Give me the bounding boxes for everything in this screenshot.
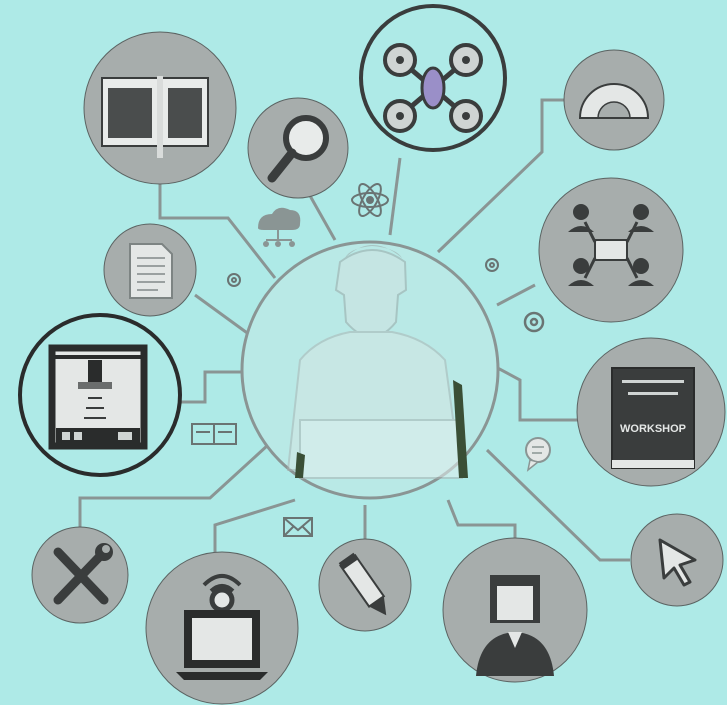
workshop-book-title: WORKSHOP bbox=[620, 423, 686, 435]
open-book-node bbox=[84, 32, 236, 184]
atom-icon bbox=[352, 181, 388, 219]
document-node bbox=[104, 224, 196, 316]
document-icon bbox=[130, 244, 172, 298]
cloud-network-icon bbox=[258, 208, 300, 247]
protractor-node bbox=[564, 50, 664, 150]
cursor-node bbox=[631, 514, 723, 606]
gear-icon bbox=[486, 259, 498, 271]
pen-node bbox=[319, 539, 411, 631]
workshop-book-icon: WORKSHOP bbox=[612, 368, 694, 468]
magnifier-node bbox=[248, 98, 348, 198]
chat-bubble-icon bbox=[526, 438, 550, 470]
drone-node bbox=[361, 6, 505, 150]
open-book-small-icon bbox=[192, 424, 236, 444]
network-people-node bbox=[539, 178, 683, 322]
gear-icon bbox=[525, 313, 543, 331]
webcam-node bbox=[146, 552, 298, 704]
envelope-icon bbox=[284, 518, 312, 536]
central-hub bbox=[242, 242, 498, 498]
workshop-book-node: WORKSHOP bbox=[577, 338, 725, 486]
tools-node bbox=[32, 527, 128, 623]
printer-3d-node bbox=[20, 315, 180, 475]
user-node bbox=[443, 538, 587, 682]
gear-icon bbox=[228, 274, 240, 286]
open-book-icon bbox=[102, 76, 208, 158]
3d-printer-icon bbox=[52, 348, 144, 446]
